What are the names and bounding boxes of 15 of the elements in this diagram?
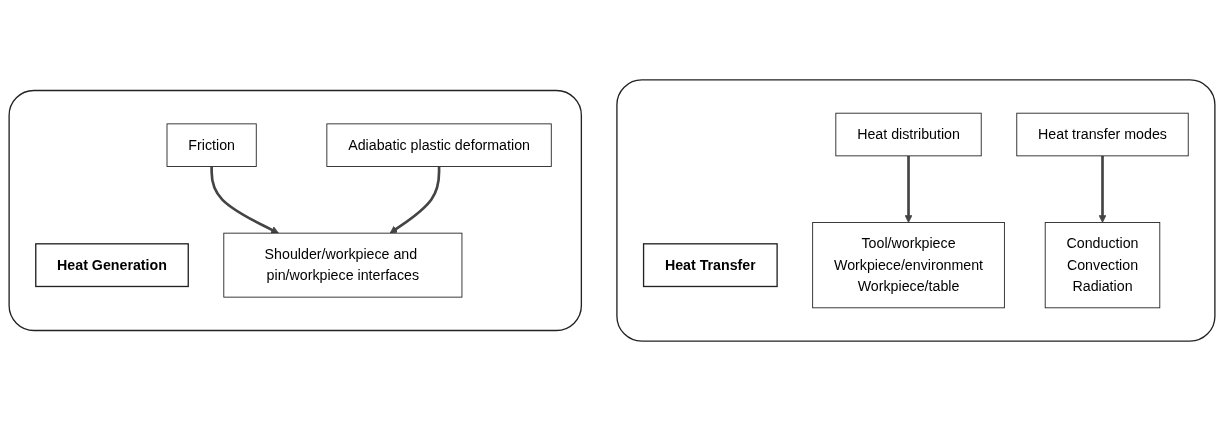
node-box: Tool/workpiece Workpiece/environment Workpiece/table [812, 222, 1005, 309]
cluster [8, 89, 583, 332]
node-box: Friction [166, 123, 257, 167]
arrow [1098, 155, 1107, 223]
node-box: Heat transfer modes [1016, 112, 1189, 157]
node-box: Heat distribution [835, 112, 982, 157]
node-box: Conduction Convection Radiation [1044, 222, 1161, 309]
arrow [904, 155, 913, 223]
node-box: Shoulder/workpiece and pin/workpiece interfaces [223, 232, 463, 298]
cluster [616, 79, 1216, 342]
arrow [210, 166, 279, 234]
node-box: Heat Transfer [642, 243, 778, 288]
arrow [389, 166, 441, 234]
node-box: Adiabatic plastic deformation [326, 123, 552, 167]
node-box: Heat Generation [35, 243, 189, 288]
